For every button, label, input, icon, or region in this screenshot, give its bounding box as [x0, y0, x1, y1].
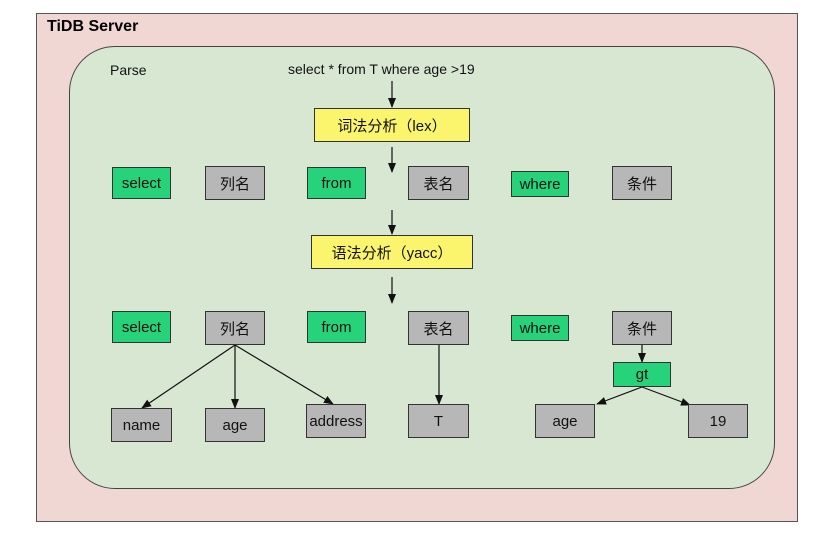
table-child-t: T	[408, 404, 469, 438]
condition-child-age: age	[535, 404, 595, 438]
yacc-stage: 语法分析（yacc）	[311, 235, 473, 269]
tree-where: where	[511, 315, 569, 341]
column-child-address: address	[306, 404, 366, 438]
column-to-address-edge	[234, 344, 334, 405]
tree-column-name: 列名	[205, 311, 265, 345]
token-select: select	[112, 167, 171, 199]
token-where: where	[511, 171, 569, 197]
token-table-name: 表名	[408, 166, 469, 200]
token-from: from	[307, 167, 366, 199]
tree-select: select	[112, 311, 171, 343]
tree-from: from	[307, 311, 366, 343]
tree-condition: 条件	[612, 311, 672, 345]
condition-operator-gt: gt	[613, 362, 671, 387]
gt-to-age-edge	[596, 386, 643, 405]
token-condition: 条件	[612, 166, 672, 200]
column-child-name: name	[111, 408, 172, 442]
column-child-age: age	[205, 408, 265, 442]
gt-to-19-edge	[641, 386, 691, 406]
server-title: TiDB Server	[47, 18, 139, 35]
sql-query: select * from T where age >19	[288, 61, 475, 77]
token-column-name: 列名	[205, 166, 265, 200]
condition-child-19: 19	[688, 404, 748, 438]
parse-label: Parse	[110, 62, 147, 78]
column-to-name-edge	[141, 344, 236, 409]
lex-stage: 词法分析（lex）	[314, 108, 470, 142]
tree-table-name: 表名	[408, 311, 469, 345]
